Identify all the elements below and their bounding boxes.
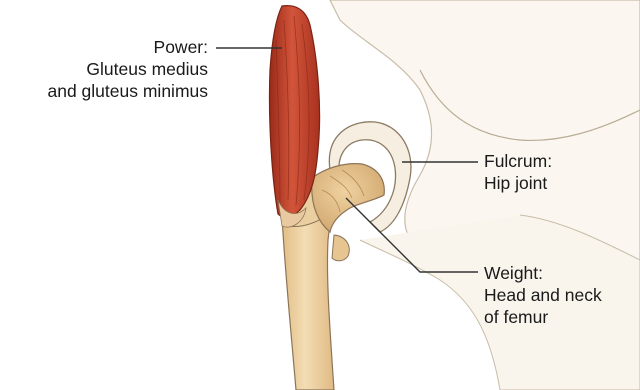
- power-line2: and gluteus minimus: [48, 80, 209, 102]
- lesser-trochanter: [332, 235, 349, 261]
- fulcrum-title: Fulcrum:: [484, 150, 552, 172]
- weight-line2: of femur: [484, 306, 602, 328]
- power-label: Power: Gluteus medius and gluteus minimu…: [48, 36, 209, 102]
- weight-title: Weight:: [484, 262, 602, 284]
- gluteus-muscle: [269, 6, 319, 218]
- weight-line1: Head and neck: [484, 284, 602, 306]
- power-title: Power:: [48, 36, 209, 58]
- fulcrum-line1: Hip joint: [484, 172, 552, 194]
- weight-label: Weight: Head and neck of femur: [484, 262, 602, 328]
- fulcrum-label: Fulcrum: Hip joint: [484, 150, 552, 194]
- power-line1: Gluteus medius: [48, 58, 209, 80]
